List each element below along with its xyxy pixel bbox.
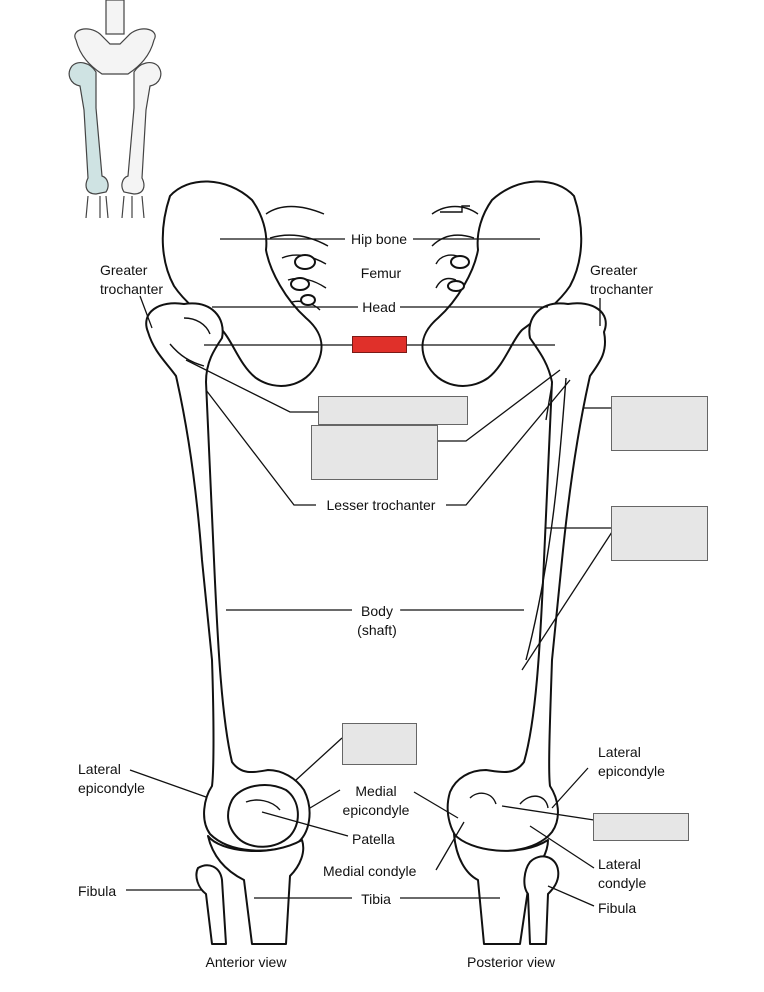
- label-head: Head: [359, 298, 399, 317]
- label-lateral-epicondyle-anterior: Lateral epicondyle: [78, 761, 145, 796]
- label-lesser-trochanter: Lesser trochanter: [323, 496, 439, 515]
- anterior-hip-bone: [161, 180, 329, 387]
- label-fibula-anterior: Fibula: [78, 883, 117, 899]
- answer-box-5[interactable]: [342, 723, 417, 765]
- answer-box-3[interactable]: [611, 396, 708, 451]
- leader-lines: [126, 238, 613, 907]
- answer-box-6[interactable]: [593, 813, 689, 841]
- thumbnail-skeleton: [68, 0, 162, 219]
- label-medial-epicondyle: Medial epicondyle: [342, 783, 410, 818]
- label-body-shaft: Body (shaft): [354, 602, 400, 640]
- posterior-femur: [446, 302, 607, 945]
- posterior-hip-bone: [421, 180, 583, 387]
- label-medial-condyle: Medial condyle: [323, 863, 417, 879]
- label-greater-trochanter-posterior: Greater trochanter: [590, 262, 654, 297]
- label-femur: Femur: [360, 265, 402, 281]
- anterior-femur: [145, 302, 311, 945]
- caption-anterior-view: Anterior view: [205, 954, 287, 970]
- label-patella: Patella: [352, 831, 395, 847]
- label-greater-trochanter-anterior: Greater trochanter: [100, 262, 164, 297]
- label-lateral-condyle: Lateral condyle: [598, 856, 647, 891]
- label-fibula-posterior: Fibula: [598, 900, 637, 916]
- answer-box-2[interactable]: [311, 425, 438, 480]
- answer-box-1[interactable]: [318, 396, 468, 425]
- highlighted-answer-box-neck[interactable]: [352, 336, 407, 353]
- label-tibia: Tibia: [361, 891, 391, 907]
- answer-box-4[interactable]: [611, 506, 708, 561]
- label-lateral-epicondyle-posterior: Lateral epicondyle: [598, 744, 665, 779]
- label-hip-bone: Hip bone: [347, 230, 411, 249]
- caption-posterior-view: Posterior view: [467, 954, 555, 970]
